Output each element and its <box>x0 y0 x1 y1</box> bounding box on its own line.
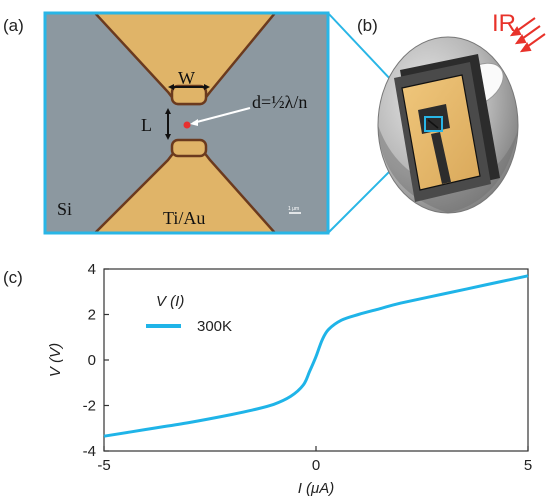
ir-label: IR <box>492 10 516 37</box>
upper-tip <box>170 84 208 106</box>
width-arrowhead-left <box>168 84 174 90</box>
width-label: W <box>178 68 195 88</box>
panel-c-label: (c) <box>3 268 23 287</box>
gold-contact-pads <box>401 74 481 191</box>
contact-label: Ti/Au <box>163 208 205 228</box>
antenna-spot <box>183 121 191 129</box>
antenna-pointer <box>192 107 251 124</box>
zoom-region-detail <box>427 119 439 129</box>
y-tick-label: 2 <box>88 307 96 324</box>
scale-bar-label: 1 μm <box>288 206 299 212</box>
y-axis-title: V (V) <box>47 343 64 377</box>
substrate-label: Si <box>57 199 72 219</box>
y-tick-label: 0 <box>88 352 96 369</box>
legend-title: V (I) <box>156 293 184 310</box>
x-axis-title: I (μA) <box>298 480 335 497</box>
legend-entry: 300K <box>197 318 232 335</box>
trace-layer <box>103 274 529 438</box>
series-line-300K <box>103 274 529 438</box>
length-arrowhead-bottom <box>165 134 171 140</box>
x-tick-label: -5 <box>97 457 110 474</box>
lower-tip <box>170 138 208 158</box>
micrograph-frame <box>43 11 330 235</box>
length-arrowhead-top <box>165 108 171 114</box>
iv-chart: -5 0 5 -4 -2 0 2 4 V (V) I (μA) V (I) 300K <box>47 261 532 497</box>
device-sketch <box>377 17 546 214</box>
x-tick-label: 0 <box>312 457 320 474</box>
antenna-pointer-head <box>190 119 198 126</box>
zoom-region-box <box>424 116 443 132</box>
length-label: L <box>141 115 152 135</box>
y-tick-label: 4 <box>88 261 96 278</box>
y-tick-label: -4 <box>83 443 96 460</box>
micrograph <box>45 13 328 233</box>
y-tick-label: -2 <box>83 398 96 415</box>
antenna-formula-label: d=½λ/n <box>252 92 307 112</box>
ticks-layer: -5 0 5 -4 -2 0 2 4 <box>83 261 533 474</box>
panel-a-label: (a) <box>3 16 24 35</box>
ir-arrows <box>509 17 546 53</box>
x-tick-label: 5 <box>524 457 532 474</box>
panel-b-label: (b) <box>357 16 378 35</box>
width-arrowhead-right <box>204 84 210 90</box>
dome-shadow <box>378 125 518 213</box>
pad-split <box>431 132 451 184</box>
